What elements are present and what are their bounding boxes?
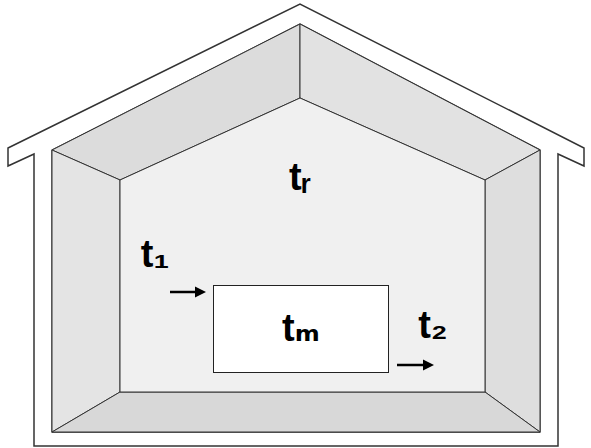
temperature-label: t₁ xyxy=(141,234,169,276)
node-label: tₘ xyxy=(282,308,320,350)
mass-box: tₘ xyxy=(213,285,389,373)
flow-arrow xyxy=(397,360,434,371)
temperature-label: t₂ xyxy=(418,305,448,347)
temperature-label: tᵣ xyxy=(289,157,311,199)
flow-arrow xyxy=(170,287,206,298)
